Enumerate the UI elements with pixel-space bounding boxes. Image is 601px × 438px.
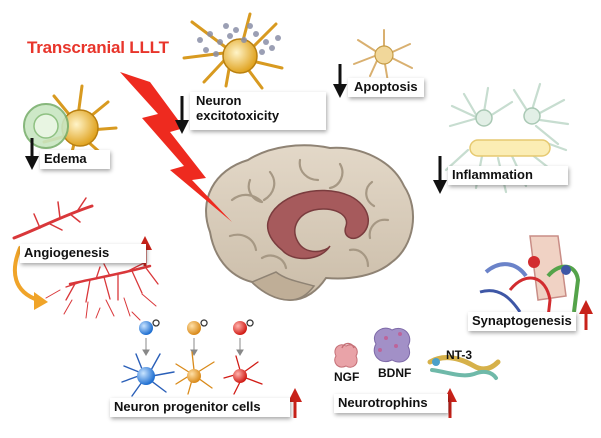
neuron-excitotoxicity-line1: Neuron <box>196 93 242 108</box>
bdnf-label: BDNF <box>378 366 412 380</box>
apoptosis-down-arrow-icon <box>333 64 347 98</box>
apoptosis-label: Apoptosis <box>348 78 424 97</box>
neurotrophins-label: Neurotrophins <box>334 394 448 413</box>
down-arrow-icons <box>25 64 447 194</box>
neurotrophin-proteins-illustration <box>334 327 501 380</box>
laser-lightning-icon <box>120 72 232 222</box>
synaptogenesis-label: Synaptogenesis <box>468 312 576 331</box>
edema-label: Edema <box>40 150 110 169</box>
apoptosis-neuron-illustration <box>353 29 413 83</box>
inflammation-down-arrow-icon <box>433 156 447 194</box>
synaptogenesis-illustration <box>479 235 581 319</box>
excitotoxicity-neuron-illustration <box>182 12 284 90</box>
diagram-title: Transcranial LLLT <box>27 38 169 57</box>
ngf-label: NGF <box>334 370 360 384</box>
nt3-label: NT-3 <box>446 348 473 362</box>
excitotoxicity-down-arrow-icon <box>175 96 189 134</box>
neuron-excitotoxicity-line2: excitotoxicity <box>196 107 280 123</box>
angiogenesis-label: Angiogenesis <box>20 244 146 263</box>
neuron-excitotoxicity-label: Neuron excitotoxicity <box>190 92 326 130</box>
inflammation-label: Inflammation <box>448 166 568 185</box>
progenitor-up-arrow-icon <box>288 388 302 418</box>
progenitor-cells-illustration <box>121 319 263 397</box>
curved-progression-arrow-icon <box>12 246 48 310</box>
edema-cells-illustration <box>23 84 118 162</box>
angiogenesis-vessels-illustration <box>12 197 159 321</box>
neuron-progenitor-cells-label: Neuron progenitor cells <box>110 398 290 417</box>
brain-illustration <box>205 144 415 302</box>
synaptogenesis-up-arrow-icon <box>579 300 593 330</box>
edema-down-arrow-icon <box>25 138 39 170</box>
